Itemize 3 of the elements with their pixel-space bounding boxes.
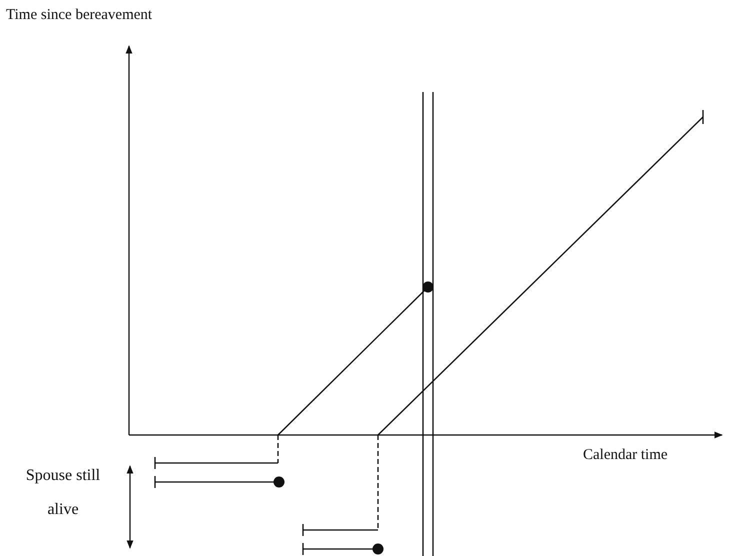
annotation-text: Spouse still alive [24,466,102,520]
axis-title: Calendar time [583,446,668,464]
axis-title: Time since bereavement [6,6,152,24]
